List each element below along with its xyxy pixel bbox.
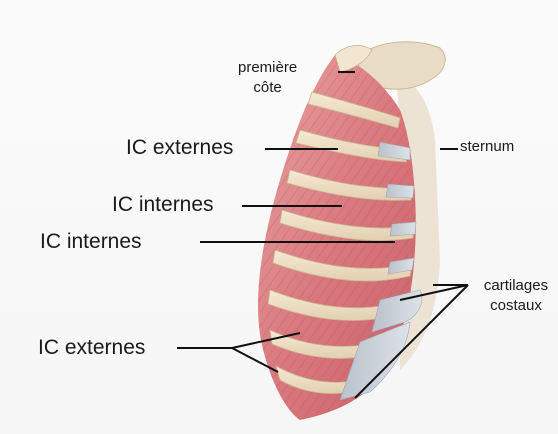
label-cartilages: cartilages bbox=[468, 276, 558, 296]
label-ic-internes-1: IC internes bbox=[112, 193, 214, 217]
label-cote: côte bbox=[238, 78, 297, 98]
label-ic-externes-top: IC externes bbox=[126, 136, 233, 160]
label-ic-externes-bottom: IC externes bbox=[38, 336, 145, 360]
label-costaux: costaux bbox=[468, 296, 558, 316]
label-cartilages-costaux: cartilages costaux bbox=[468, 276, 558, 316]
label-ic-internes-2: IC internes bbox=[40, 230, 142, 254]
label-premiere: première bbox=[238, 58, 297, 78]
label-premiere-cote: première côte bbox=[238, 58, 297, 98]
label-sternum: sternum bbox=[460, 138, 514, 155]
